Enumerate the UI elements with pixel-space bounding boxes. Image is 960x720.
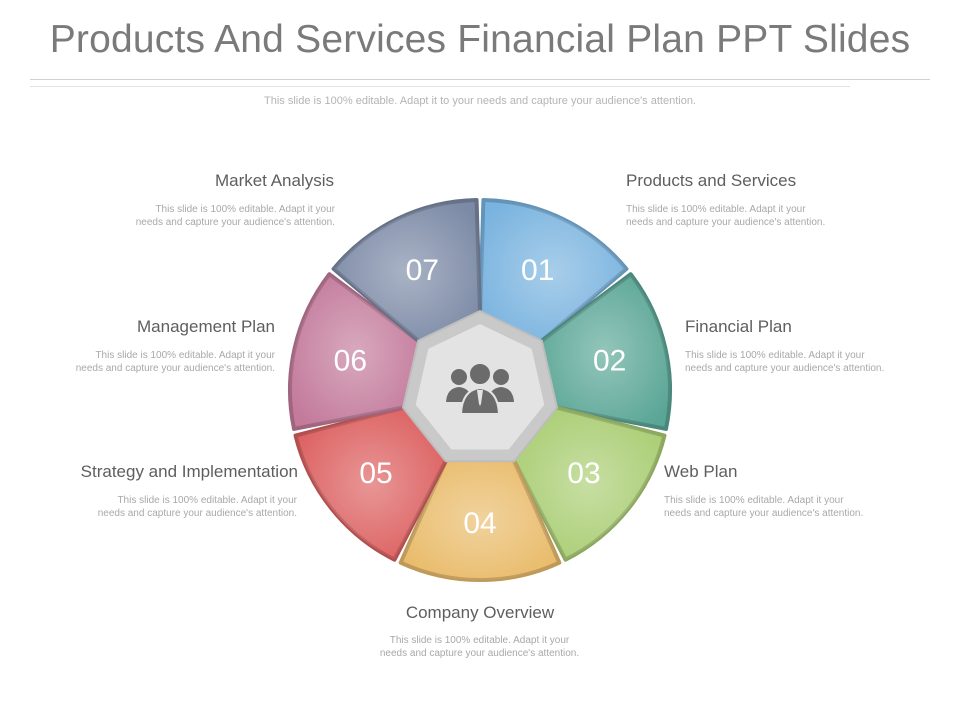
segment-number-02: 02 (593, 344, 626, 377)
title-divider (30, 79, 930, 80)
slide-title: Products And Services Financial Plan PPT… (49, 18, 911, 61)
label-management-plan: Management Plan (137, 317, 275, 336)
desc-financial-plan: This slide is 100% editable. Adapt it yo… (685, 350, 885, 374)
label-strategy-implementation: Strategy and Implementation (80, 462, 298, 481)
segment-highlight-01 (480, 200, 627, 344)
segment-highlight-07 (333, 200, 480, 344)
title-divider-secondary (30, 86, 850, 87)
desc-company-overview: This slide is 100% editable. Adapt it yo… (379, 635, 580, 659)
label-products-services: Products and Services (626, 171, 797, 190)
desc-management-plan: This slide is 100% editable. Adapt it yo… (75, 350, 275, 374)
desc-market-analysis: This slide is 100% editable. Adapt it yo… (135, 204, 335, 228)
desc-web-plan: This slide is 100% editable. Adapt it yo… (664, 495, 864, 519)
segment-highlight-03 (512, 406, 665, 560)
segment-number-04: 04 (463, 507, 496, 540)
desc-products-services: This slide is 100% editable. Adapt it yo… (626, 204, 826, 228)
segment-number-07: 07 (406, 254, 439, 287)
desc-strategy-implementation: This slide is 100% editable. Adapt it yo… (97, 495, 297, 519)
segment-number-03: 03 (567, 457, 600, 490)
label-financial-plan: Financial Plan (685, 317, 792, 336)
segment-highlight-04 (400, 457, 560, 580)
segment-number-01: 01 (521, 254, 554, 287)
label-company-overview: Company Overview (405, 603, 555, 622)
center-heptagon-inner (415, 324, 545, 450)
segment-highlight-02 (538, 274, 671, 429)
label-web-plan: Web Plan (664, 462, 738, 481)
team-people-icon (446, 362, 514, 415)
slide-subtitle: This slide is 100% editable. Adapt it to… (264, 95, 696, 107)
segment-highlight-05 (295, 406, 448, 560)
segment-highlight-06 (290, 274, 422, 429)
segment-number-05: 05 (359, 457, 392, 490)
segment-number-06: 06 (334, 344, 367, 377)
label-market-analysis: Market Analysis (214, 171, 334, 190)
